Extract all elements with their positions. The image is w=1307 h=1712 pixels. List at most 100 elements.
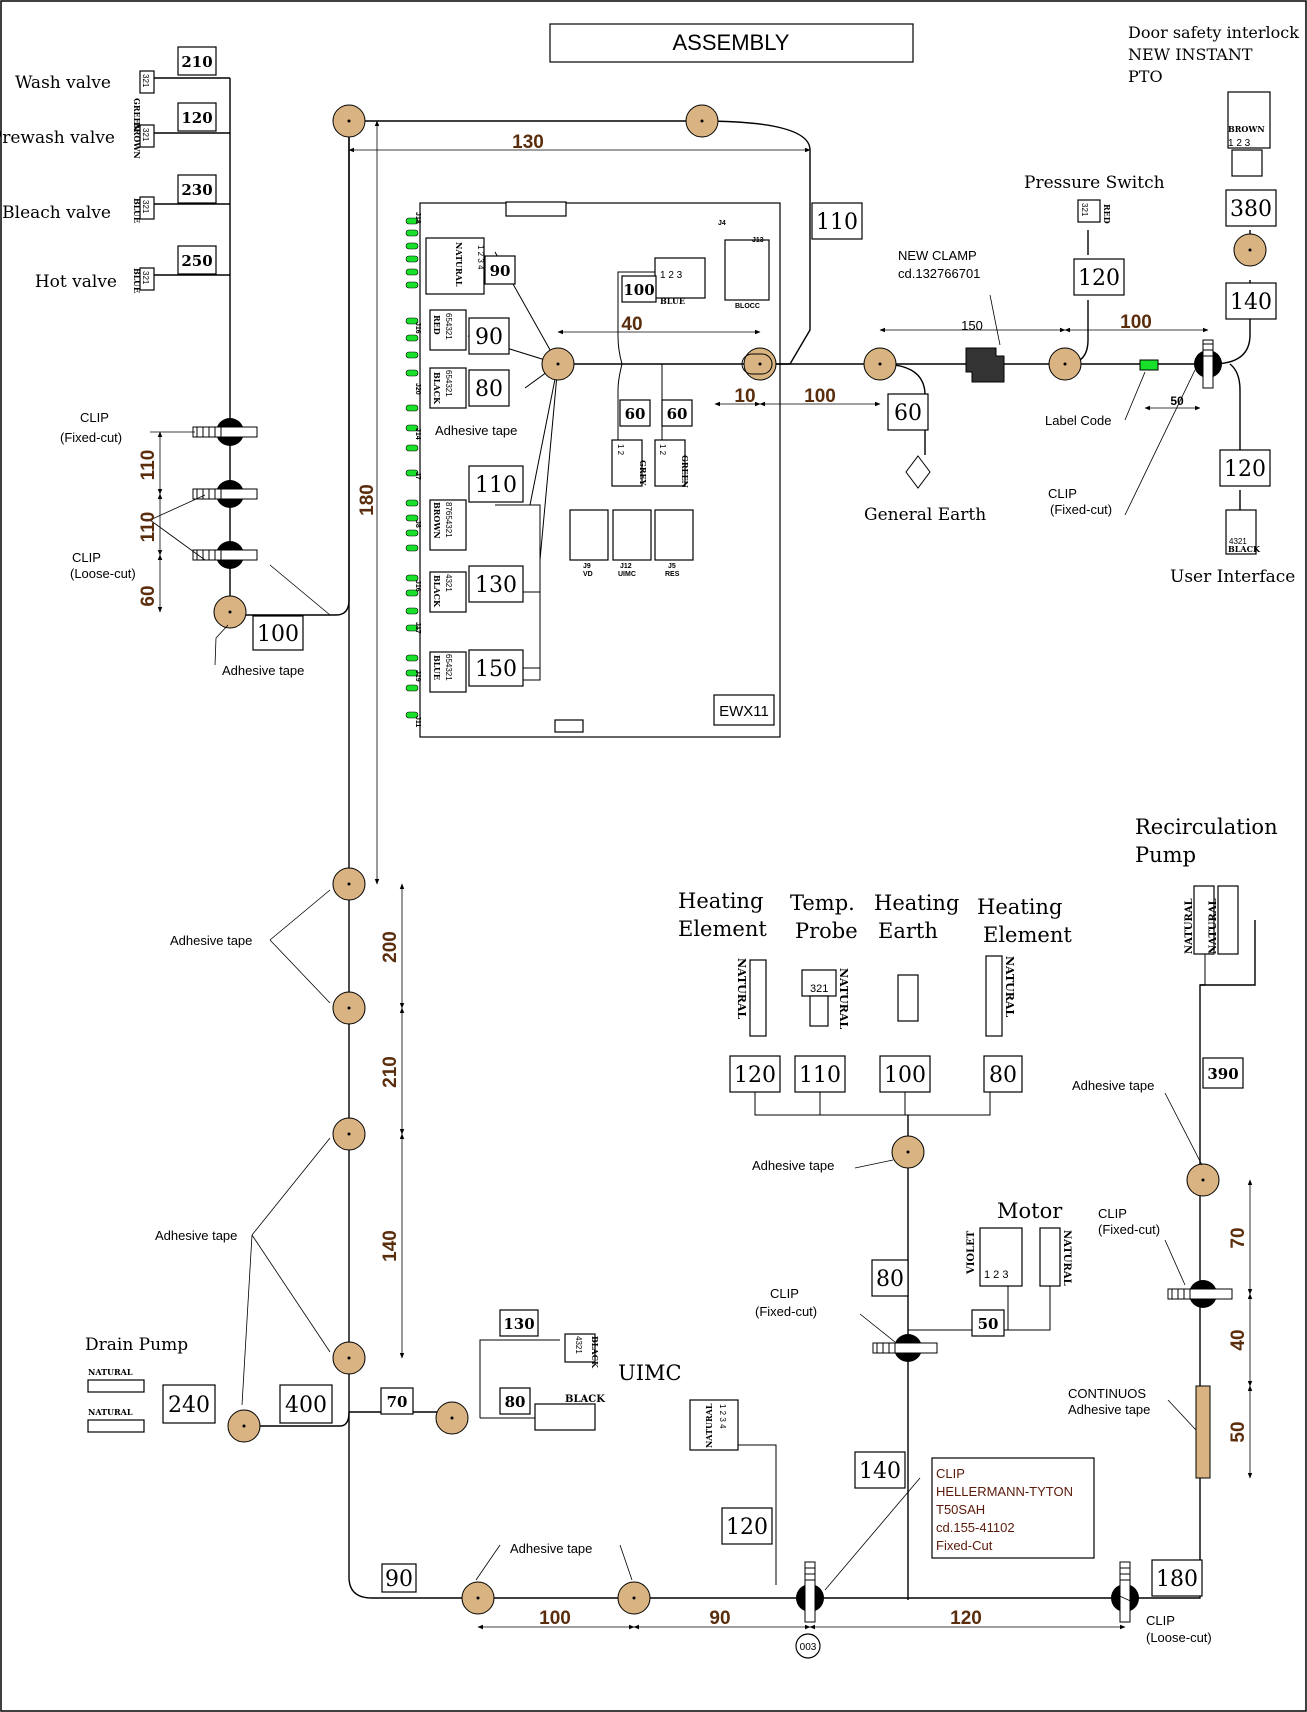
wire-loop bbox=[741, 353, 773, 375]
wc-black-j20: BLACK bbox=[432, 372, 442, 405]
label-he1-2: Element bbox=[678, 917, 767, 941]
note-line-2: HELLERMANN-TYTON bbox=[936, 1484, 1073, 1499]
pin-j13: 1 2 3 bbox=[660, 270, 683, 281]
pin-wash: 321 bbox=[141, 74, 150, 88]
dim-140: 140 bbox=[380, 1230, 401, 1262]
pin-hot: 321 bbox=[141, 271, 150, 285]
wc-green: GREEN bbox=[132, 98, 142, 131]
wc-red-press: RED bbox=[1102, 204, 1112, 224]
pin-j16: 4321 bbox=[444, 574, 453, 592]
len-uimc130: 130 bbox=[503, 1315, 534, 1333]
wc-black-uimc: BLACK bbox=[565, 1394, 605, 1405]
main-wires bbox=[152, 77, 1256, 1600]
dim-40: 40 bbox=[621, 314, 642, 335]
label-tp-1: Temp. bbox=[790, 891, 855, 915]
leaders bbox=[149, 294, 1203, 1604]
label-door-2: NEW INSTANT bbox=[1128, 45, 1253, 64]
dim-180: 180 bbox=[357, 484, 378, 516]
conn-j4: J4 bbox=[718, 220, 726, 227]
label-clip-1: CLIP bbox=[80, 410, 109, 425]
pin-003: 1 2 3 4 bbox=[718, 1404, 727, 1429]
conn-j11: J11 bbox=[414, 716, 421, 727]
conn-j8: J8 bbox=[414, 520, 421, 528]
len-tp110: 110 bbox=[799, 1063, 841, 1088]
wc-black-j16: BLACK bbox=[432, 575, 442, 608]
label-continuos-1: CONTINUOS bbox=[1068, 1386, 1146, 1401]
dim-40b: 40 bbox=[1228, 1329, 1249, 1350]
wc-natural-j18: NATURAL bbox=[454, 242, 464, 287]
label-he2-2: Element bbox=[983, 923, 1072, 947]
dim-100a: 100 bbox=[804, 386, 836, 407]
label-user-interface: User Interface bbox=[1170, 567, 1295, 587]
label-new-clamp-1: NEW CLAMP bbox=[898, 248, 977, 263]
board-green-pins bbox=[405, 217, 419, 719]
len-j19-150: 150 bbox=[475, 657, 517, 682]
label-adhesive-7: Adhesive tape bbox=[510, 1541, 592, 1556]
label-adhesive-2: Adhesive tape bbox=[435, 423, 517, 438]
dim-10: 10 bbox=[734, 386, 755, 407]
label-heat-earth-1: Heating bbox=[874, 891, 959, 915]
note-line-1: CLIP bbox=[936, 1466, 965, 1481]
len-j8-110: 110 bbox=[475, 473, 517, 498]
label-tp-2: Probe bbox=[795, 919, 858, 943]
label-fixed-cut-recirc: (Fixed-cut) bbox=[1098, 1222, 1160, 1237]
note-line-3: T50SAH bbox=[936, 1502, 985, 1517]
len-j20-80: 80 bbox=[475, 377, 503, 402]
wc-blue-2: BLUE bbox=[132, 268, 142, 293]
len-drain400: 400 bbox=[285, 1393, 327, 1418]
len-earth60: 60 bbox=[894, 401, 922, 426]
len-press120: 120 bbox=[1078, 266, 1120, 291]
valve-connectors bbox=[139, 70, 155, 291]
pin-green: 1 2 bbox=[658, 444, 667, 456]
label-clip-recirc: CLIP bbox=[1098, 1206, 1127, 1221]
clips bbox=[192, 339, 1233, 1623]
label-hot-valve: Hot valve bbox=[35, 272, 117, 292]
pin-prewash: 321 bbox=[141, 128, 150, 142]
len-top110: 110 bbox=[816, 210, 858, 235]
label-loose-cut-bottom: (Loose-cut) bbox=[1146, 1630, 1212, 1645]
wc-violet: VIOLET bbox=[966, 1230, 977, 1275]
pin-press: 321 bbox=[1080, 203, 1089, 217]
label-he1-1: Heating bbox=[678, 889, 763, 913]
dim-60: 60 bbox=[138, 585, 159, 606]
clip-loose-bottom bbox=[1111, 1561, 1139, 1623]
clip-fixed-motor bbox=[872, 1334, 938, 1362]
len-blue100: 100 bbox=[623, 281, 654, 299]
len-bleach: 230 bbox=[181, 181, 212, 199]
len-bottom120: 120 bbox=[726, 1515, 768, 1540]
clip-fixed-1 bbox=[192, 418, 258, 446]
dim-110b: 110 bbox=[138, 512, 159, 543]
label-label-code: Label Code bbox=[1045, 413, 1112, 428]
pin-j19: 654321 bbox=[444, 654, 453, 681]
clip-loose-2 bbox=[192, 541, 258, 569]
wc-brown-j8: BROWN bbox=[432, 502, 442, 539]
note-line-5: Fixed-Cut bbox=[936, 1538, 993, 1553]
pin-j8: 87654321 bbox=[444, 502, 453, 538]
wc-natural-003: NATURAL bbox=[704, 1403, 714, 1448]
label-prewash-valve: Prewash valve bbox=[0, 128, 115, 148]
len-door140: 140 bbox=[1230, 290, 1272, 315]
len-ui120: 120 bbox=[1224, 457, 1266, 482]
len-motor50: 50 bbox=[978, 1315, 999, 1333]
wc-natural-motor: NATURAL bbox=[1061, 1230, 1072, 1286]
wc-blue-j19: BLUE bbox=[432, 655, 442, 680]
pin-j18-natural: 1 2 3 4 bbox=[476, 245, 485, 270]
dim-50b: 50 bbox=[1228, 1421, 1249, 1442]
wc-green-j5: GREEN bbox=[680, 455, 690, 488]
pin-door: 1 2 3 bbox=[1228, 138, 1251, 149]
len-he120: 120 bbox=[734, 1063, 776, 1088]
length-boxes bbox=[162, 46, 1277, 1597]
conn-j13: J13 bbox=[752, 237, 764, 244]
len-tb90: 90 bbox=[490, 262, 511, 280]
new-clamp-shape bbox=[965, 347, 1005, 383]
len-j18-90: 90 bbox=[475, 325, 503, 350]
node-centers bbox=[228, 119, 1252, 1600]
label-loose-cut-2: (Loose-cut) bbox=[70, 566, 136, 581]
wc-natural-drain-1: NATURAL bbox=[88, 1367, 133, 1377]
label-fixed-cut-1: (Fixed-cut) bbox=[60, 430, 122, 445]
len-uimc70: 70 bbox=[387, 1393, 408, 1411]
wc-brown-door: BROWN bbox=[1228, 124, 1265, 134]
pin-grey: 1 2 bbox=[616, 444, 625, 456]
conn-vd: VD bbox=[583, 571, 593, 578]
label-clip-2: CLIP bbox=[72, 550, 101, 565]
